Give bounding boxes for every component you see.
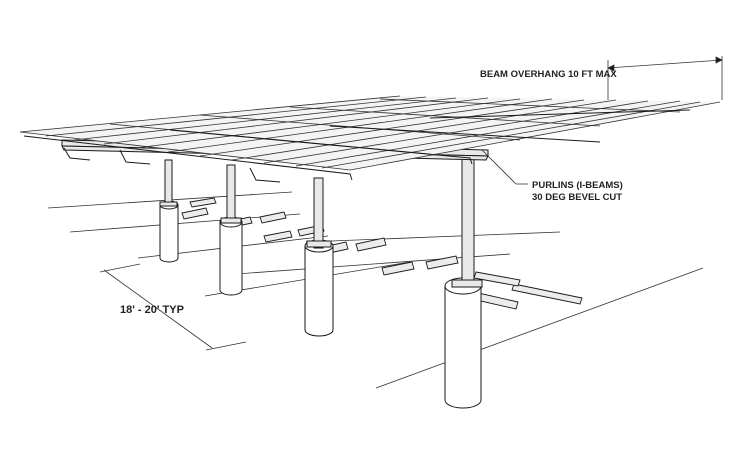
pier-footing-2	[219, 216, 243, 296]
footing-blocks	[181, 197, 583, 310]
pier-footing-1	[159, 200, 179, 263]
purlins-label-line1: PURLINS (I-BEAMS)	[532, 180, 623, 191]
post-1	[164, 159, 173, 207]
roof-panel-array	[19, 95, 721, 183]
spacing-label: 18' - 20' TYP	[120, 304, 184, 316]
pier-footing-3	[304, 239, 334, 337]
posts	[159, 152, 483, 288]
post-3	[313, 177, 324, 249]
post-2	[226, 164, 236, 224]
post-4	[461, 152, 475, 288]
ground-lines	[47, 191, 704, 389]
pier-footings	[159, 200, 482, 409]
overhang-dimension	[607, 56, 723, 100]
spacing-dimension	[99, 263, 247, 351]
purlins-leader	[481, 149, 528, 185]
pier-footing-4	[444, 277, 482, 409]
purlins-label-line2: 30 DEG BEVEL CUT	[532, 192, 622, 203]
beam-overhang-label: BEAM OVERHANG 10 FT MAX	[480, 69, 617, 80]
